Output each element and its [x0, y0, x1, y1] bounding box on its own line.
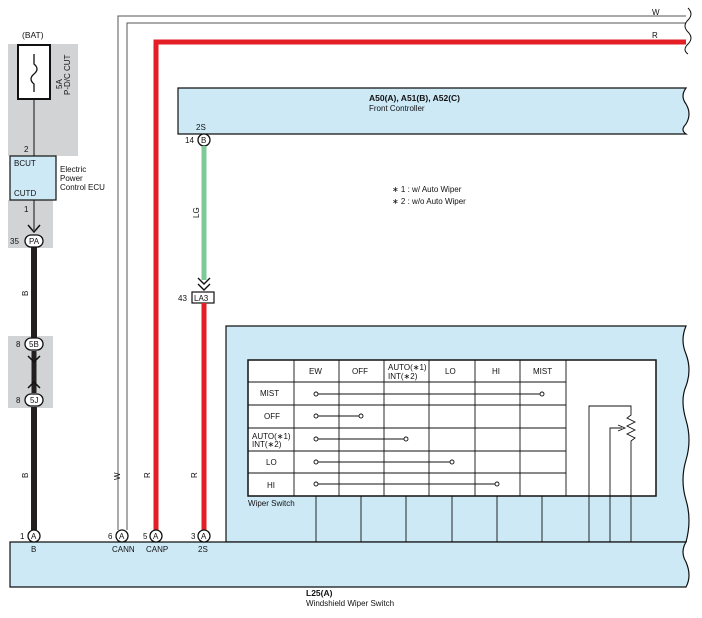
- wire-r-2s-label: R: [190, 472, 199, 478]
- col-off: OFF: [352, 367, 368, 376]
- col-ew: EW: [309, 367, 322, 376]
- wire-break-mark: [684, 7, 692, 55]
- ecu-bottom-label: CUTD: [14, 189, 36, 198]
- fuse-icon: [30, 54, 38, 92]
- front-pin: 14: [185, 136, 194, 145]
- t6-pin: 6: [108, 532, 113, 541]
- row-auto-2: INT(∗2): [252, 440, 282, 449]
- 5j-connector: [24, 393, 44, 407]
- t5-pin: 5: [143, 532, 148, 541]
- col-auto-1: AUTO(∗1): [388, 363, 427, 372]
- pa-code: PA: [29, 237, 40, 246]
- fuse-name: P-D/C CUT: [63, 54, 72, 95]
- row-off: OFF: [264, 412, 280, 421]
- bat-label: (BAT): [22, 30, 44, 40]
- front-terminal-name: 2S: [196, 123, 206, 132]
- 5b-connector: [24, 337, 44, 351]
- 5j-chevron-icon: [27, 380, 41, 389]
- note-2: ∗ 2 : w/o Auto Wiper: [392, 197, 466, 206]
- wire-r-top-label: R: [652, 31, 658, 40]
- component-band: [9, 541, 690, 588]
- t3-code: A: [201, 532, 207, 541]
- col-lo: LO: [445, 367, 456, 376]
- 5j-pin: 8: [16, 396, 21, 405]
- front-code: B: [201, 136, 206, 145]
- ecu-box: [9, 155, 57, 201]
- wire-lg-label: LG: [192, 207, 201, 218]
- terminal-5: [149, 529, 163, 543]
- terminal-6: [115, 529, 129, 543]
- power-pin: 2: [24, 145, 29, 154]
- col-auto-2: INT(∗2): [388, 372, 418, 381]
- component-id: L25(A): [306, 588, 333, 598]
- t3-name: 2S: [198, 545, 208, 554]
- 5b-chevron-icon: [27, 355, 41, 364]
- row-mist: MIST: [260, 389, 279, 398]
- t5-name: CANP: [146, 545, 168, 554]
- wiper-switch-label: Wiper Switch: [248, 499, 295, 508]
- row-lo: LO: [266, 458, 277, 467]
- t1-name: B: [31, 545, 36, 554]
- t3-pin: 3: [191, 532, 196, 541]
- w-wire-outer: [117, 15, 686, 530]
- la3-code: LA3: [194, 294, 209, 303]
- component-name: Windshield Wiper Switch: [306, 599, 394, 608]
- la3-chevron-icon: [197, 277, 211, 291]
- row-auto-1: AUTO(∗1): [252, 432, 291, 441]
- ecu-name-3: Control ECU: [60, 183, 105, 192]
- ecu-top-label: BCUT: [14, 159, 36, 168]
- switch-connections: [313, 391, 545, 487]
- col-hi: HI: [492, 367, 500, 376]
- t5-code: A: [153, 532, 159, 541]
- pa-connector: [24, 234, 44, 248]
- wire-w-top-label: W: [652, 8, 660, 17]
- matrix-grid: [248, 360, 567, 496]
- ecu-out-pin: 1: [24, 205, 29, 214]
- w-wire-inner: [126, 22, 686, 530]
- t6-code: A: [119, 532, 125, 541]
- red-wire-canp: [153, 39, 686, 530]
- fuse-amp: 5A: [55, 79, 64, 89]
- la3-pin: 43: [178, 294, 187, 303]
- wire-b-label-1: B: [21, 291, 30, 296]
- col-mist: MIST: [533, 367, 552, 376]
- t1-code: A: [31, 532, 37, 541]
- resistor-icon: [588, 405, 637, 542]
- 5b-code: 5B: [29, 340, 39, 349]
- 5b-pin: 8: [16, 340, 21, 349]
- note-1: ∗ 1 : w/ Auto Wiper: [392, 185, 462, 194]
- terminal-1: [27, 529, 41, 543]
- row-hi: HI: [267, 481, 275, 490]
- wire-w-bottom-label: W: [113, 472, 122, 480]
- 5j-code: 5J: [30, 396, 38, 405]
- t1-pin: 1: [20, 532, 25, 541]
- ecu-name-2: Power: [60, 174, 83, 183]
- wire-r-canp-label: R: [143, 472, 152, 478]
- pa-chevron-icon: [27, 224, 41, 234]
- wire-b-label-2: B: [21, 473, 30, 478]
- t6-name: CANN: [112, 545, 135, 554]
- front-controller-name: Front Controller: [369, 104, 425, 113]
- pa-pin: 35: [10, 237, 19, 246]
- front-controller-box: [177, 87, 690, 135]
- switch-leads: [315, 496, 543, 542]
- terminal-3: [197, 529, 211, 543]
- front-controller-id: A50(A), A51(B), A52(C): [369, 93, 460, 103]
- ecu-name-1: Electric: [60, 165, 86, 174]
